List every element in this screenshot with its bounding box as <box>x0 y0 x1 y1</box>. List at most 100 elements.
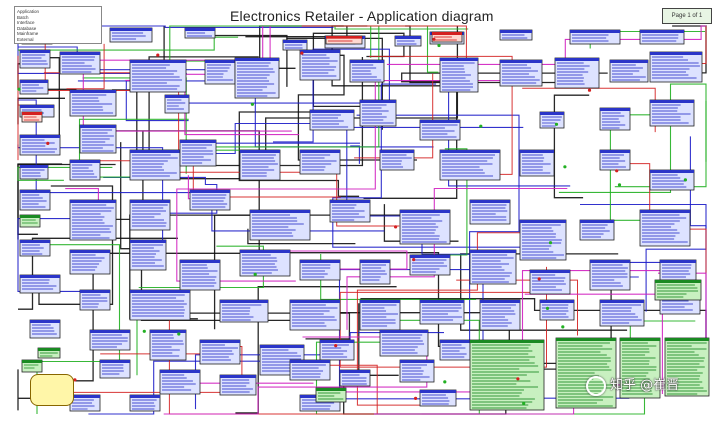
node-header-bar <box>205 60 235 63</box>
application-node <box>129 199 171 231</box>
connector-line <box>332 83 535 248</box>
application-node <box>589 259 631 291</box>
status-dot <box>156 53 160 57</box>
node-box <box>649 99 695 127</box>
node-header-bar <box>20 105 54 108</box>
connector-line <box>43 57 60 144</box>
node-header-bar <box>38 348 60 351</box>
node-header-bar <box>20 165 48 168</box>
node-header-bar <box>360 300 400 303</box>
node-box <box>649 51 703 83</box>
application-node <box>149 329 187 361</box>
status-dot <box>300 51 304 55</box>
node-header-bar <box>20 275 60 278</box>
node-header-bar <box>420 390 456 393</box>
node-header-bar <box>556 338 616 341</box>
node-header-bar <box>400 360 434 363</box>
node-header-bar <box>660 260 696 263</box>
node-header-bar <box>20 135 60 138</box>
legend-line: Application <box>17 9 40 14</box>
node-box <box>129 239 167 271</box>
status-dot <box>177 332 181 336</box>
node-header-bar <box>70 200 116 203</box>
node-header-bar <box>283 40 307 43</box>
node-header-bar <box>240 250 290 253</box>
legend-line: Batch <box>17 14 29 20</box>
application-node <box>189 189 231 211</box>
application-node <box>99 359 131 379</box>
status-dot <box>545 306 550 310</box>
application-node <box>299 149 341 175</box>
node-box <box>359 299 401 331</box>
node-header-bar <box>130 395 160 398</box>
status-dot <box>554 122 559 126</box>
connector-line <box>235 286 397 414</box>
node-header-bar <box>180 260 220 263</box>
application-node <box>69 249 111 275</box>
application-node <box>529 269 571 295</box>
node-header-bar <box>520 150 554 153</box>
application-node <box>89 329 131 351</box>
legend: Application Batch Interface Database Mai… <box>14 6 102 44</box>
status-dot <box>561 325 565 329</box>
application-node <box>399 209 451 245</box>
node-header-bar <box>300 150 340 153</box>
node-header-bar <box>640 210 690 213</box>
status-dot <box>537 277 541 281</box>
connector-line <box>614 100 707 188</box>
node-header-bar <box>470 340 544 343</box>
application-node <box>554 57 600 89</box>
node-header-bar <box>470 200 510 203</box>
status-dot <box>394 225 398 229</box>
node-box <box>179 139 217 167</box>
application-nodes <box>17 27 710 412</box>
application-node <box>649 51 703 83</box>
node-header-bar <box>470 250 516 253</box>
node-header-bar <box>220 300 268 303</box>
node-header-bar <box>70 250 110 253</box>
node-header-bar <box>240 150 280 153</box>
application-node <box>609 59 649 83</box>
application-node <box>164 94 190 114</box>
node-header-bar <box>220 375 256 378</box>
application-node <box>37 347 61 359</box>
node-box <box>129 289 191 321</box>
application-node <box>339 369 371 387</box>
legend-line: Interface <box>17 20 35 25</box>
node-header-bar <box>590 260 630 263</box>
status-dot <box>522 401 526 405</box>
node-box <box>479 299 521 331</box>
node-header-bar <box>130 200 170 203</box>
node-header-bar <box>326 36 362 39</box>
node-header-bar <box>310 110 354 113</box>
status-dot <box>443 380 447 384</box>
application-node <box>315 387 347 403</box>
node-box <box>439 149 501 181</box>
application-node <box>129 149 181 181</box>
node-header-bar <box>130 290 190 293</box>
application-node <box>539 111 565 129</box>
application-node <box>394 35 422 47</box>
node-header-bar <box>100 360 130 363</box>
application-node <box>654 279 702 301</box>
node-header-bar <box>650 170 694 173</box>
status-dot <box>334 344 338 348</box>
application-node <box>499 59 543 87</box>
node-box <box>554 57 600 89</box>
node-box <box>469 249 517 285</box>
watermark-text: 知乎 @崔晋 <box>610 378 680 393</box>
connector-line <box>125 80 189 122</box>
application-node <box>469 339 545 411</box>
node-header-bar <box>580 220 614 223</box>
application-node <box>289 299 341 331</box>
application-node <box>69 199 117 241</box>
connector-line <box>238 111 360 197</box>
connector-line <box>17 55 20 161</box>
application-node <box>289 359 331 381</box>
application-node <box>59 51 101 75</box>
node-box <box>239 249 291 277</box>
status-dot <box>412 258 416 262</box>
node-header-bar <box>190 190 230 193</box>
node-box <box>299 49 341 81</box>
